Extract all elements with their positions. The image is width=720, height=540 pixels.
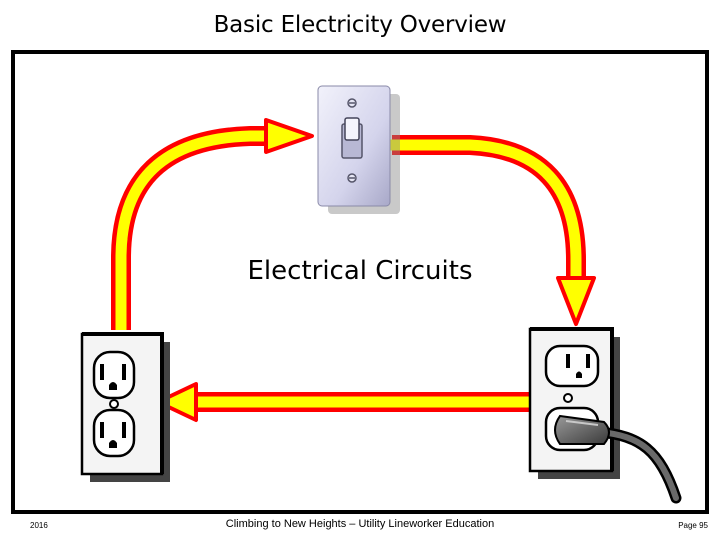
arrow-switch-to-outlet	[390, 135, 596, 326]
footer-page-number: Page 95	[678, 521, 708, 530]
plugged-outlet-icon	[528, 327, 682, 504]
diagram-label: Electrical Circuits	[248, 256, 473, 286]
footer-year: 2016	[30, 521, 48, 530]
slide-title: Basic Electricity Overview	[213, 12, 507, 38]
light-switch-icon	[317, 85, 400, 214]
arrow-outlet-to-switch	[111, 118, 314, 330]
wall-outlet-icon	[80, 332, 170, 482]
arrow-return	[156, 382, 532, 422]
footer-course-title: Climbing to New Heights – Utility Linewo…	[225, 518, 495, 530]
